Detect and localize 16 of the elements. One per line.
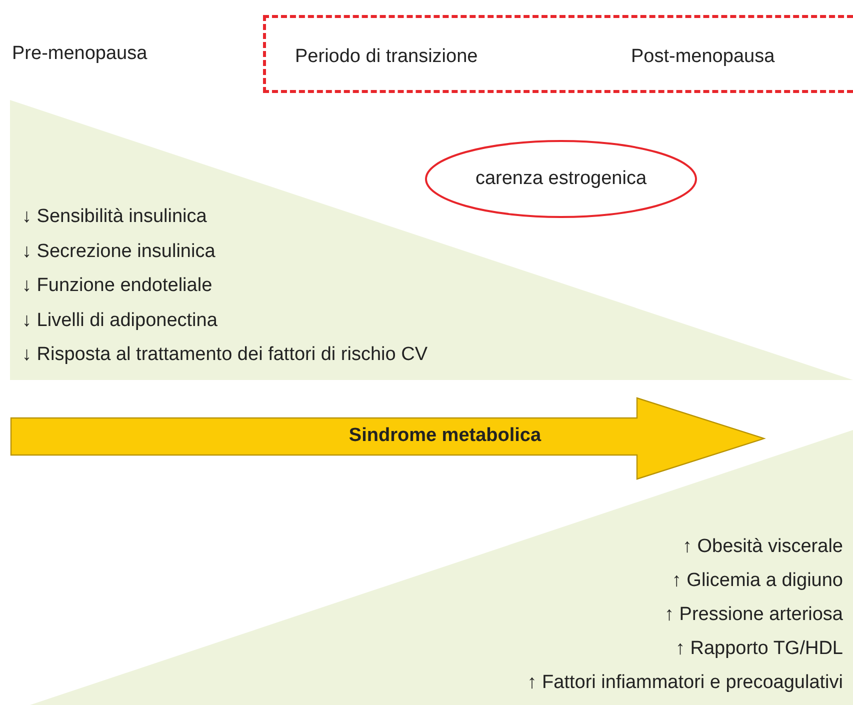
- effect-item: ↓ Funzione endoteliale: [22, 275, 212, 297]
- effect-item: ↑ Fattori infiammatori e precoagulativi: [527, 672, 843, 694]
- arrow-label: Sindrome metabolica: [348, 425, 542, 447]
- phase-label: Periodo di transizione: [295, 46, 478, 68]
- effect-item: ↑ Obesità viscerale: [682, 536, 843, 558]
- effect-item: ↓ Livelli di adiponectina: [22, 310, 218, 332]
- ellipse-label: carenza estrogenica: [474, 168, 648, 190]
- effect-item: ↓ Risposta al trattamento dei fattori di rischio CV: [22, 344, 428, 366]
- phase-label: Pre-menopausa: [12, 43, 148, 65]
- effect-item: ↑ Glicemia a digiuno: [672, 570, 843, 592]
- dashed-frame: [263, 15, 853, 93]
- phase-label: Post-menopausa: [631, 46, 775, 68]
- effect-item: ↑ Rapporto TG/HDL: [675, 638, 843, 660]
- effect-item: ↓ Secrezione insulinica: [22, 240, 216, 262]
- effect-item: ↑ Pressione arteriosa: [664, 604, 843, 626]
- effect-item: ↓ Sensibilità insulinica: [22, 206, 207, 228]
